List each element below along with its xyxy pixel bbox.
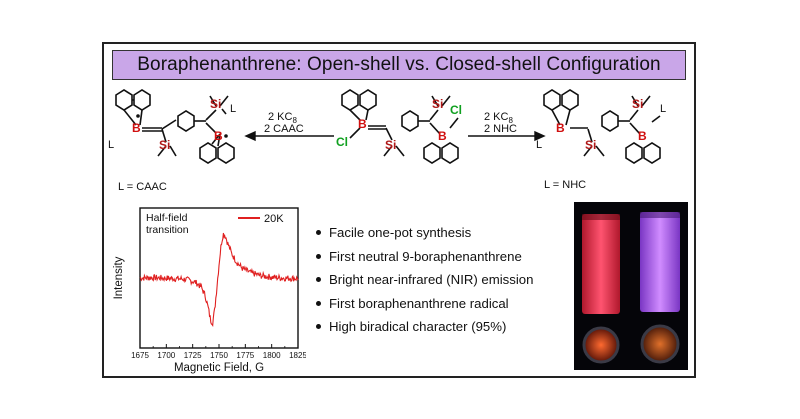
atom-boron: B [214,129,223,143]
x-tick-label: 1775 [236,351,254,360]
center-reactant-molecule [341,89,459,164]
graphical-abstract-frame: Boraphenanthrene: Open-shell vs. Closed-… [102,42,696,378]
left-reagent-caac: 2 CAAC [264,123,304,135]
bullet-dot [316,230,321,236]
purple-emission-vial [640,212,680,312]
bullet-dot [316,277,321,283]
highlights-list: Facile one-pot synthesis First neutral 9… [316,221,533,339]
list-item: Facile one-pot synthesis [316,221,533,245]
annotation-line-2: transition [146,224,189,236]
series-line-20k [139,232,299,327]
atom-silicon: Si [385,138,396,152]
x-tick-label: 1675 [131,351,149,360]
bullet-dot [316,253,321,259]
right-reaction-arrow [468,130,546,142]
y-axis-label: Intensity [113,256,125,299]
atom-chlorine: Cl [336,135,348,149]
x-tick-label: 1800 [263,351,281,360]
atom-boron: B [556,121,565,135]
x-tick-label: 1825 [289,351,306,360]
atom-ligand: L [536,139,542,151]
x-tick-label: 1750 [210,351,228,360]
title-bar: Boraphenanthrene: Open-shell vs. Closed-… [112,50,686,80]
atom-ligand: L [230,103,236,115]
left-ligand-definition: L = CAAC [118,181,167,193]
vials-photograph [574,202,688,370]
bullet-dot [316,324,321,330]
x-axis-label: Magnetic Field, G [174,362,264,374]
reaction-scheme: 2 KC8 2 CAAC 2 KC8 2 NHC B L Si Si B L L… [108,89,666,193]
red-solid-sample [582,326,620,364]
page-title: Boraphenanthrene: Open-shell vs. Closed-… [137,54,661,75]
right-reagent-nhc: 2 NHC [484,123,517,135]
legend-label: 20K [264,213,284,225]
left-product-molecule [115,89,235,164]
annotation-line-1: Half-field [146,212,188,224]
right-reagent-kc8: 2 KC8 [484,111,513,125]
atom-boron: B [358,117,367,131]
list-item: High biradical character (95%) [316,315,533,339]
right-ligand-definition: L = NHC [544,179,586,191]
atom-ligand: L [660,103,666,115]
list-item: Bright near-infrared (NIR) emission [316,268,533,292]
radical-dot [136,114,140,118]
right-product-molecule [543,89,661,164]
atom-silicon: Si [432,97,443,111]
atom-silicon: Si [210,97,221,111]
purple-solid-sample [640,324,680,364]
radical-dot [224,134,228,138]
x-tick-label: 1700 [157,351,175,360]
list-item: First boraphenanthrene radical [316,292,533,316]
atom-chlorine: Cl [450,103,462,117]
red-emission-vial [582,214,620,314]
bullet-dot [316,300,321,306]
x-tick-label: 1725 [184,351,202,360]
atom-boron: B [132,121,141,135]
atom-silicon: Si [585,138,596,152]
atom-ligand: L [108,139,114,151]
list-item: First neutral 9-boraphenanthrene [316,245,533,269]
atom-boron: B [438,129,447,143]
left-reaction-arrow [244,130,334,142]
atom-silicon: Si [159,138,170,152]
atom-boron: B [638,129,647,143]
left-reagent-kc8: 2 KC8 [268,111,297,125]
atom-silicon: Si [632,97,643,111]
